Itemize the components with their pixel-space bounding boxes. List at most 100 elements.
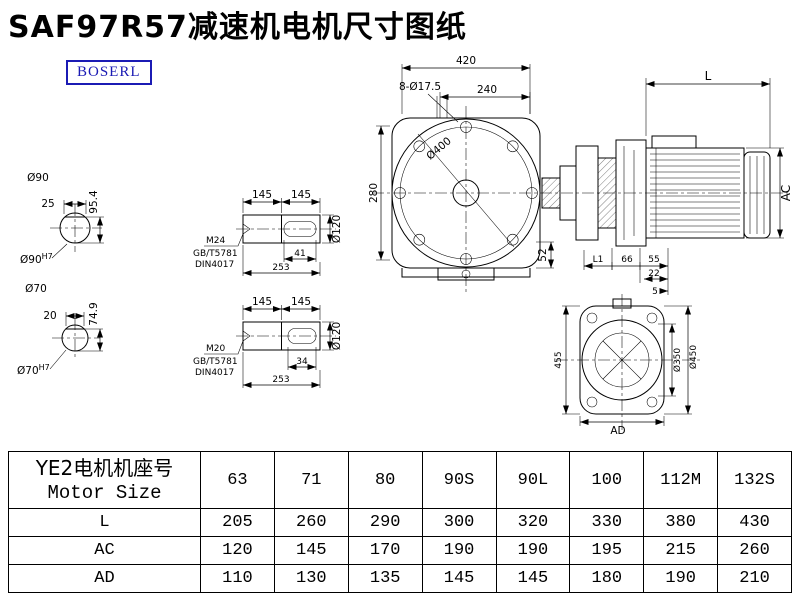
table-cell: 71: [273, 451, 349, 509]
shaft1-std1-label: GB/T5781: [193, 249, 238, 259]
shaft1-keylen-label: 41: [294, 249, 305, 259]
table-cell: 290: [347, 508, 423, 537]
shaft2-std1-label: GB/T5781: [193, 357, 238, 367]
shaft-end-view-large: Ø90 25 95.4 Ø90H7: [20, 172, 104, 266]
shaft-detail-large: 145 145 Ø120 M24 GB/T5781 DIN4017 41 253: [193, 189, 343, 276]
table-row: AD 110 130 135 145 145 180 190 210: [8, 564, 792, 593]
shaft1-len-a-label: 145: [252, 189, 272, 201]
shaft1-std2-label: DIN4017: [195, 260, 234, 270]
page-title: SAF97R57减速机电机尺寸图纸: [8, 10, 467, 45]
table-cell: 145: [421, 564, 497, 593]
shaft1-thread-label: M24: [206, 236, 225, 246]
dim-55-label: 55: [648, 255, 659, 265]
shaft2-std2-label: DIN4017: [195, 368, 234, 378]
table-cell: 330: [569, 508, 645, 537]
dim-400-label: Ø400: [424, 135, 453, 162]
shaft2-len-b-label: 145: [291, 296, 311, 308]
table-cell: 145: [273, 536, 349, 565]
shaft2-key-height-label: 74.9: [88, 302, 100, 325]
shaft1-key-width-label: 25: [41, 198, 54, 210]
shaft2-bore-label: Ø70H7: [17, 363, 50, 377]
table-cell: 80: [347, 451, 423, 509]
table-cell: 190: [421, 536, 497, 565]
table-cell: 300: [421, 508, 497, 537]
dim-350-label: Ø350: [672, 348, 683, 373]
table-cell: 180: [569, 564, 645, 593]
terminal-box: [651, 135, 697, 149]
motor-dimension-table: YE2电机机座号 Motor Size 63 71 80 90S 90L 100…: [8, 451, 792, 593]
dim-420-label: 420: [456, 55, 476, 67]
shaft2-dia120-label: Ø120: [331, 322, 343, 350]
dim-52-label: 52: [537, 248, 549, 261]
dim-455-label: 455: [554, 351, 564, 368]
shaft2-len-a-label: 145: [252, 296, 272, 308]
dim-450-label: Ø450: [688, 345, 699, 370]
flange-corner-holes: [586, 312, 658, 408]
shaft2-total-label: 253: [272, 375, 289, 385]
shaft2-keylen-label: 34: [296, 357, 308, 367]
table-cell: 110: [200, 564, 275, 593]
flange-bolt-holes: [394, 121, 538, 265]
table-cell: 260: [273, 508, 349, 537]
technical-drawing: 420 240 8-Ø17.5 280 52 Ø400: [17, 55, 793, 437]
row-label: L: [8, 508, 201, 537]
coupling-dimensions: L1 66 55 22 5: [583, 248, 669, 297]
table-cell: 145: [495, 564, 571, 593]
table-row: AC 120 145 170 190 190 195 215 260: [8, 536, 792, 565]
shaft1-key-height-label: 95.4: [88, 190, 100, 214]
motor-side-view: L AC: [541, 69, 793, 247]
shaft-detail-small: 145 145 Ø120 M20 GB/T5781 DIN4017 34 253: [193, 296, 343, 388]
table-cell: 190: [643, 564, 719, 593]
dim-22-label: 22: [648, 269, 659, 279]
shaft2-bore-value: Ø70: [17, 365, 39, 377]
shaft1-bore-tolerance: H7: [42, 252, 53, 261]
dim-holes-label: 8-Ø17.5: [399, 81, 441, 93]
table-cell: 190: [495, 536, 571, 565]
table-cell: 215: [643, 536, 719, 565]
table-cell: 430: [717, 508, 792, 537]
table-row: L 205 260 290 300 320 330 380 430: [8, 508, 792, 537]
motor-size-header: YE2电机机座号 Motor Size: [8, 451, 201, 509]
centerlines: [50, 106, 788, 430]
shaft1-bore-value: Ø90: [20, 254, 42, 266]
table-cell: 63: [200, 451, 275, 509]
output-flange-view: 455 Ø350 Ø450 AD: [554, 298, 699, 437]
dim-L1-label: L1: [593, 255, 604, 265]
shaft1-total-label: 253: [272, 263, 289, 273]
table-cell: 132S: [717, 451, 792, 509]
table-cell: 260: [717, 536, 792, 565]
table-cell: 90L: [495, 451, 571, 509]
table-cell: 195: [569, 536, 645, 565]
shaft2-bore-tolerance: H7: [39, 363, 50, 372]
dim-L-label: L: [705, 69, 712, 83]
dim-280-label: 280: [368, 183, 380, 203]
table-cell: 170: [347, 536, 423, 565]
boserl-logo: BOSERL: [66, 60, 152, 85]
dim-AD-label: AD: [610, 425, 625, 437]
shaft2-dia-label: Ø70: [25, 283, 47, 295]
table-cell: 135: [347, 564, 423, 593]
dim-66-label: 66: [621, 255, 633, 265]
dim-5-label: 5: [652, 287, 658, 297]
shaft2-key-width-label: 20: [43, 310, 56, 322]
table-cell: 130: [273, 564, 349, 593]
row-label: AD: [8, 564, 201, 593]
shaft1-len-b-label: 145: [291, 189, 311, 201]
table-cell: 100: [569, 451, 645, 509]
motor-size-header-cn: YE2电机机座号: [35, 456, 174, 480]
table-cell: 205: [200, 508, 275, 537]
motor-size-header-en: Motor Size: [47, 482, 162, 504]
table-cell: 112M: [643, 451, 719, 509]
shaft1-dia120-label: Ø120: [331, 215, 343, 243]
table-header-row: YE2电机机座号 Motor Size 63 71 80 90S 90L 100…: [8, 451, 792, 509]
dim-AC-label: AC: [779, 185, 793, 201]
table-cell: 90S: [421, 451, 497, 509]
table-cell: 380: [643, 508, 719, 537]
table-cell: 210: [717, 564, 792, 593]
table-cell: 120: [200, 536, 275, 565]
row-label: AC: [8, 536, 201, 565]
gearbox-top-view: 420 240 8-Ø17.5 280 52 Ø400: [368, 55, 554, 281]
shaft1-dia-label: Ø90: [27, 172, 49, 184]
shaft-end-view-small: Ø70 20 74.9 Ø70H7: [17, 283, 103, 377]
table-cell: 320: [495, 508, 571, 537]
